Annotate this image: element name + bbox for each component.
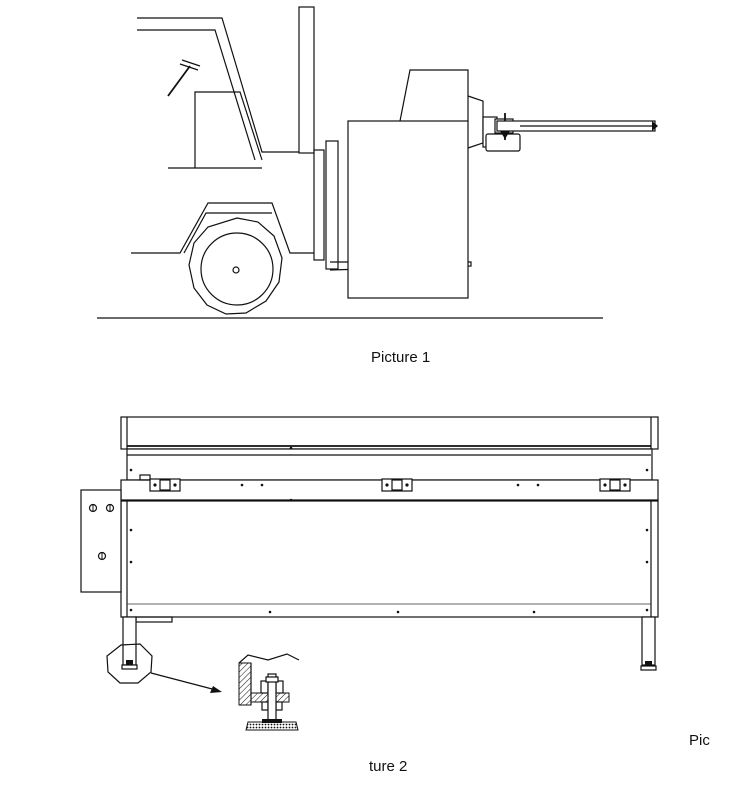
seat (194, 91, 263, 168)
control-box (80, 489, 122, 593)
foot-pad (245, 721, 299, 731)
wheel-outer (188, 217, 283, 315)
steering-column (167, 65, 191, 97)
caption-picture-2-part-b: ture 2 (369, 758, 408, 775)
machine-body (347, 120, 469, 299)
mast-upper (298, 6, 315, 154)
cab-roof (137, 17, 300, 153)
machine-top (399, 69, 469, 122)
adjustable-foot-detail-icon (238, 653, 300, 731)
fork-carriage (325, 140, 339, 270)
hinge-right (599, 478, 631, 492)
leg-right (641, 616, 656, 666)
front-panel (120, 500, 659, 618)
leader-line (150, 672, 217, 691)
button-icon (97, 551, 107, 561)
fender (131, 202, 314, 254)
leg-left (122, 616, 137, 666)
mast-lower (313, 149, 325, 261)
button-icon (88, 503, 98, 513)
arm-clamp (485, 133, 521, 152)
wheel-hub (232, 266, 240, 274)
hinge-left (149, 478, 181, 492)
caption-picture-2-part-a: Pic (689, 732, 710, 749)
machine-frame-drawing-icon (80, 416, 659, 693)
arm-bracket (467, 95, 484, 149)
forklift-drawing-icon (97, 6, 658, 319)
button-icon (105, 503, 115, 513)
detail-marker (106, 643, 153, 684)
hinge-center (381, 478, 413, 492)
top-rail (120, 416, 659, 450)
wheel-rim (200, 232, 274, 306)
caption-picture-1: Picture 1 (371, 349, 431, 366)
